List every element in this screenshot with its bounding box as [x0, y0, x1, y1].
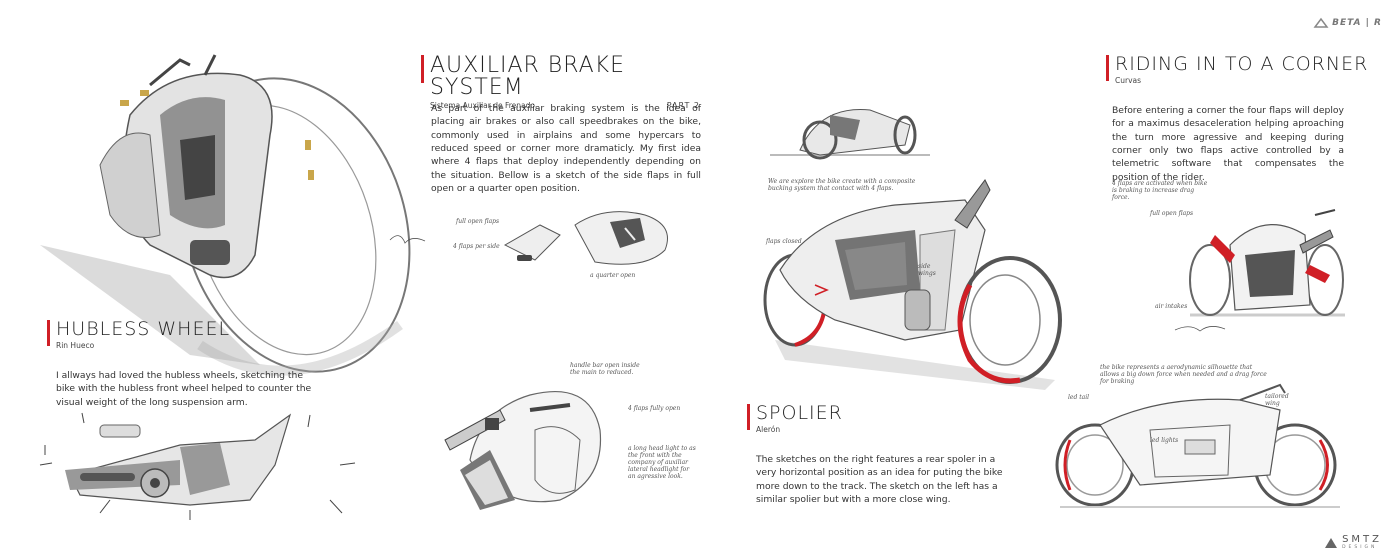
corner-side-sketch: [1055, 383, 1340, 508]
note-led-lights: led lights: [1150, 437, 1179, 444]
note-quarter-open: a quarter open: [590, 272, 636, 279]
auxiliar-title: AUXILIAR BRAKE SYSTEM: [430, 53, 625, 100]
hubless-side-sketch: [39, 412, 356, 520]
spoiler-subtitle: Alerón: [756, 425, 781, 434]
spoiler-body: The sketches on the right features a rea…: [756, 454, 1003, 506]
note-full-open: full open flaps: [456, 218, 500, 225]
spoiler-accent-bar: [747, 404, 750, 430]
corner-heading: RIDING IN TO A CORNER Curvas: [1106, 55, 1368, 85]
auxiliar-body: As part of the auxiliar braking system i…: [431, 103, 701, 195]
brand-logo-top: BETA | R: [1313, 17, 1382, 28]
note-we-explore: We are explore the bike create with a co…: [768, 178, 916, 192]
note-tailored-wing: tailored wing: [1265, 393, 1289, 407]
note-led-tail: led tail: [1068, 394, 1090, 401]
note-flaps-activated: 4 flaps are activated when bike is braki…: [1112, 180, 1208, 201]
hubless-subtitle: Rin Hueco: [56, 341, 95, 350]
hubless-body: I allways had loved the hubless wheels, …: [56, 370, 312, 408]
auxiliar-subtitle: Sistema Auxiliar de Frenado.: [430, 101, 538, 110]
flap-sketches: [503, 211, 668, 265]
corner-subtitle: Curvas: [1115, 76, 1142, 85]
brand-name: SMTZ: [1342, 534, 1382, 545]
corner-rear-sketch: [1174, 209, 1345, 332]
corner-accent-bar: [1106, 55, 1109, 81]
note-flaps-closed: flaps closed: [766, 238, 802, 245]
note-handle-bar: handle bar open inside the main to reduc…: [570, 362, 640, 376]
auxiliar-heading: AUXILIAR BRAKE SYSTEM Sistema Auxiliar d…: [421, 55, 700, 110]
corner-title: RIDING IN TO A CORNER: [1115, 53, 1369, 75]
leaning-bike-sketch: [770, 109, 930, 160]
spoiler-title: SPOLIER: [756, 402, 843, 424]
corner-body: Before entering a corner the four flaps …: [1112, 105, 1344, 183]
auxiliar-accent-bar: [421, 55, 424, 83]
brand-logo-bottom: SMTZ DESIGN: [1324, 535, 1382, 550]
spoiler-heading: SPOLIER Alerón: [747, 404, 843, 434]
hubless-accent-bar: [47, 320, 50, 346]
note-air-intakes: air intakes: [1155, 303, 1188, 310]
note-side-wings: side wings: [918, 263, 936, 277]
hubless-title: HUBLESS WHEEL: [56, 318, 231, 340]
brand-sub: DESIGN: [1342, 545, 1378, 550]
smtz-logo-icon: [1325, 537, 1338, 548]
hubless-heading: HUBLESS WHEEL Rin Hueco: [47, 320, 230, 350]
main-bike-sketch: [763, 179, 1062, 390]
note-full-open-flaps-right: full open flaps: [1150, 210, 1194, 217]
beta-logo-icon: [1313, 17, 1329, 28]
note-long-head-light: a long head light to as the front with t…: [628, 445, 696, 480]
note-aerodynamic: the bike represents a aerodynamic silhou…: [1100, 364, 1267, 385]
note-flaps-per-side: 4 flaps per side: [453, 243, 500, 250]
brand-label: BETA | R: [1332, 18, 1382, 28]
handlebar-sketch: [444, 391, 602, 510]
hubless-wheel-sketch: [40, 54, 426, 376]
auxiliar-part: PART 2: [666, 101, 700, 110]
note-flaps-fully-open: 4 flaps fully open: [628, 405, 681, 412]
